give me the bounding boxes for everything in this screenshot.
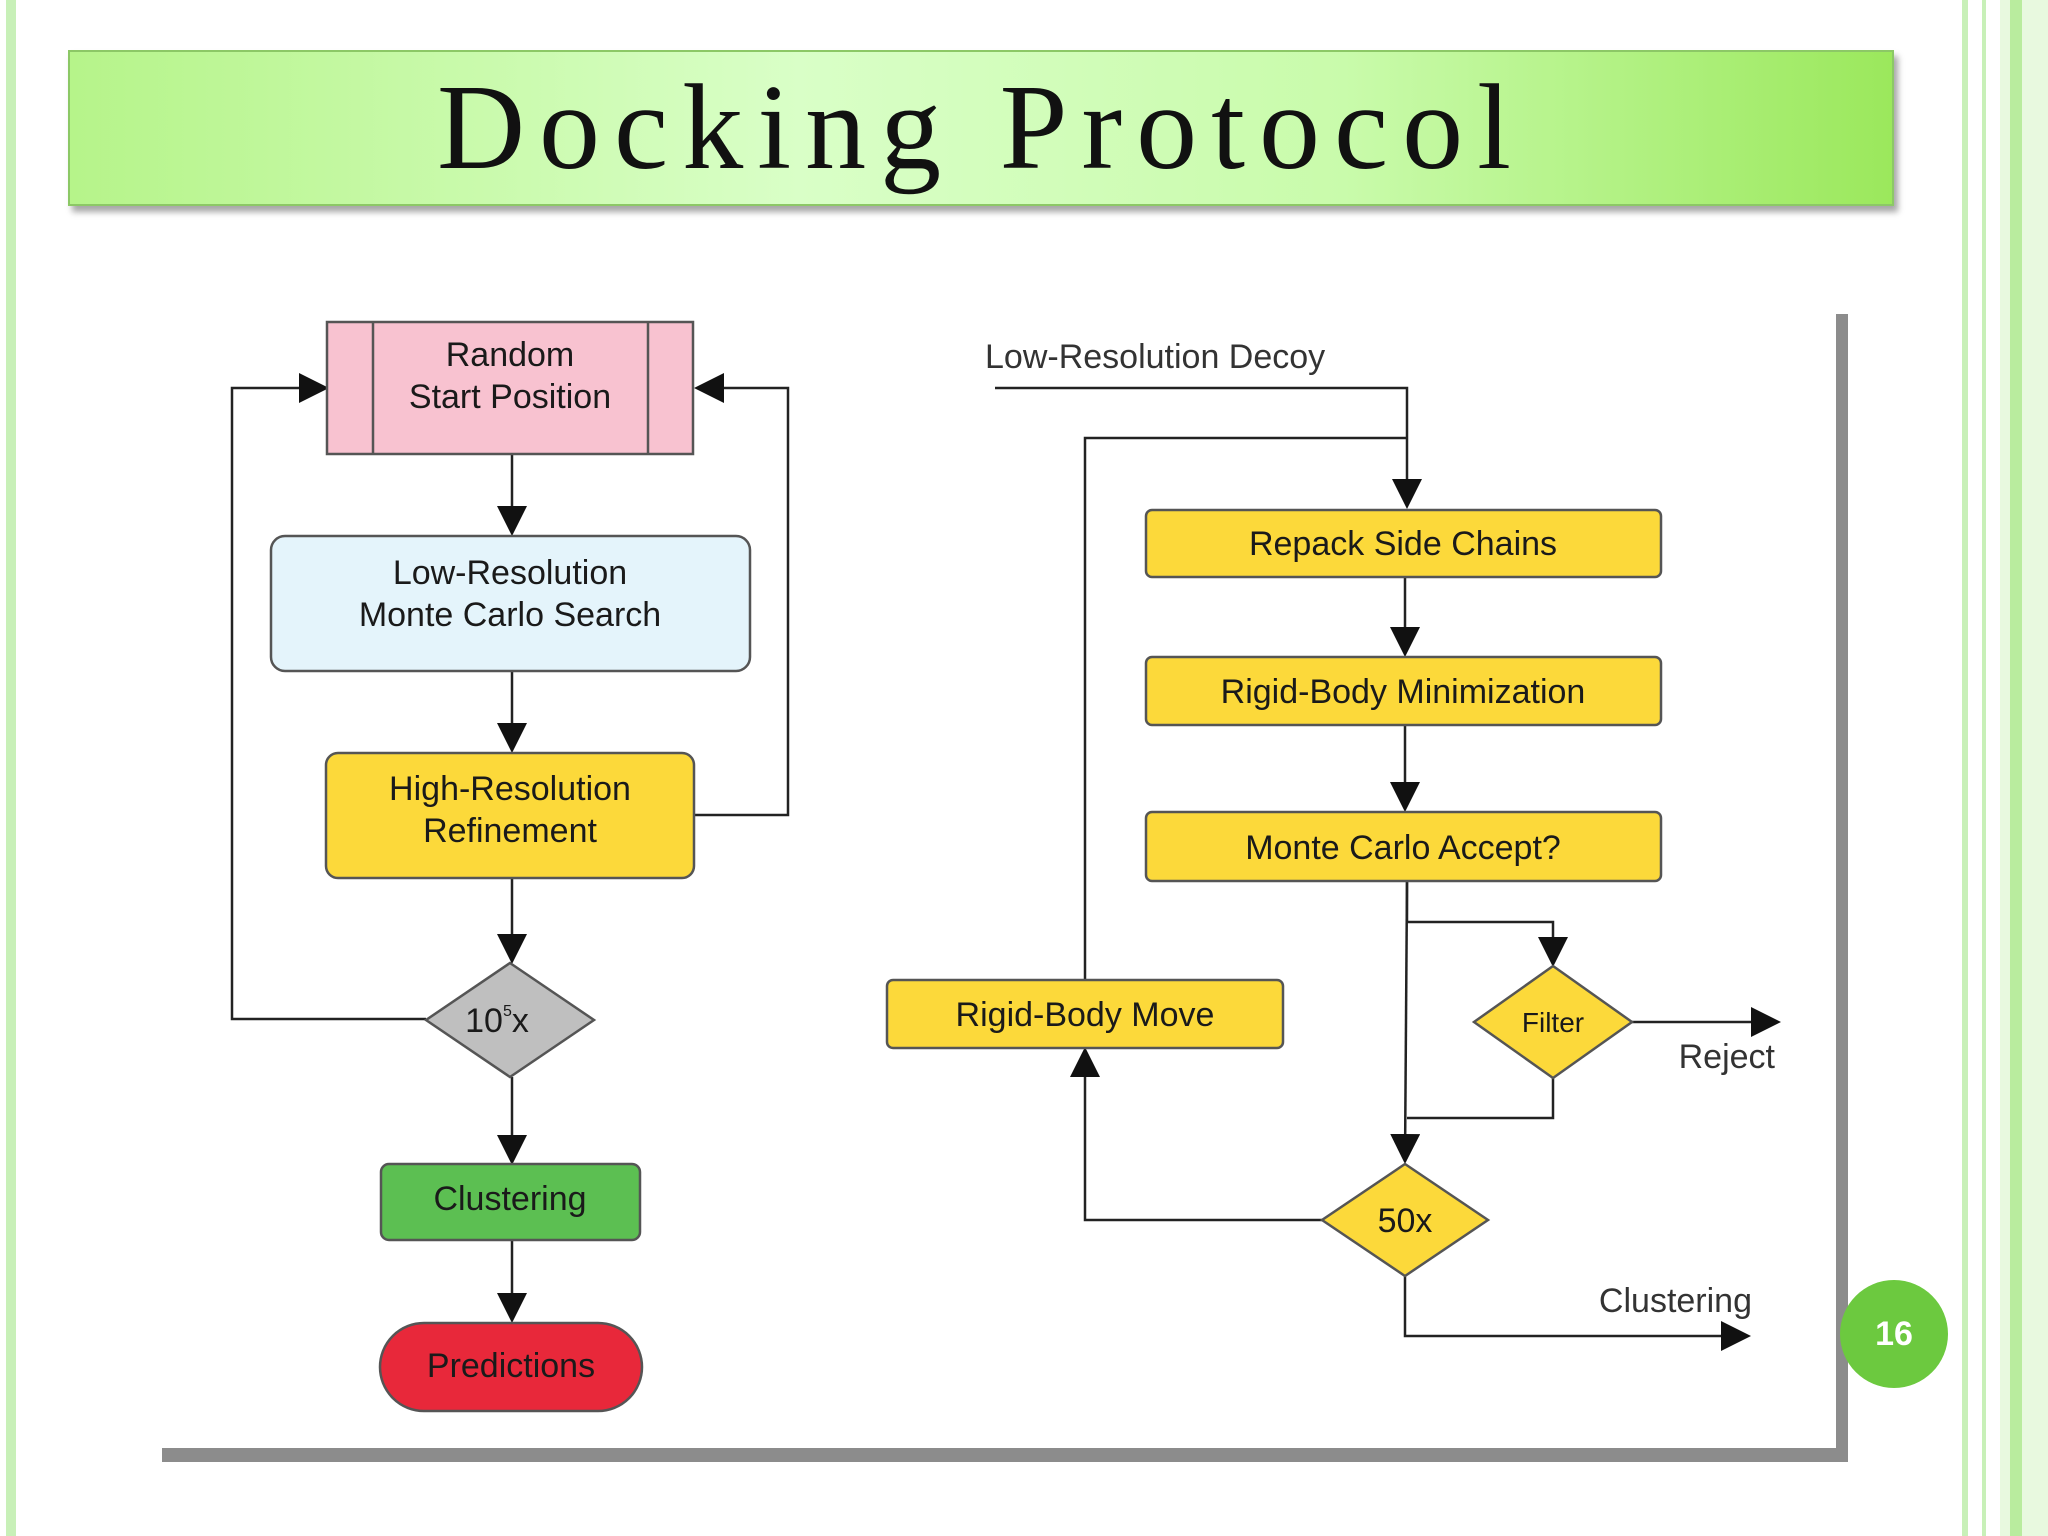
- slide-title: Docking Protocol: [436, 60, 1526, 195]
- right-frame-stripe-4: [2010, 0, 2022, 1536]
- filter-diamond: Filter: [1471, 964, 1635, 1080]
- accept-label: Monte Carlo Accept?: [1245, 829, 1561, 867]
- right-frame-stripe-3: [2000, 0, 2048, 1536]
- arrow-move-back-to-repack: [1083, 436, 1407, 979]
- clustering-label: Clustering: [433, 1180, 586, 1218]
- loop-right-label: 50x: [1378, 1202, 1433, 1240]
- clustering-box: Clustering: [379, 1162, 642, 1242]
- repack-label: Repack Side Chains: [1249, 525, 1557, 563]
- loop-suffix: x: [512, 1002, 529, 1040]
- move-box: Rigid-Body Move: [885, 978, 1285, 1050]
- predictions-label: Predictions: [427, 1347, 595, 1385]
- arrow-input-to-repack: [995, 386, 1422, 509]
- lowres-line1: Low-Resolution: [393, 554, 627, 592]
- lowres-line2: Monte Carlo Search: [359, 596, 661, 634]
- loop-back-left: [230, 373, 426, 1021]
- arrow-filter-pass: [1407, 1078, 1555, 1120]
- arrow-accept-to-filter: [1405, 882, 1568, 967]
- predictions-box: Predictions: [378, 1321, 644, 1413]
- reject-label: Reject: [1679, 1038, 1776, 1076]
- highres-line2: Refinement: [423, 812, 597, 850]
- lowres-search-box: Low-Resolution Monte Carlo Search: [269, 534, 752, 673]
- accept-box: Monte Carlo Accept?: [1144, 810, 1663, 883]
- right-frame-stripe-2: [1982, 0, 1986, 1536]
- left-frame-stripe: [6, 0, 16, 1536]
- highres-line1: High-Resolution: [389, 770, 631, 808]
- input-label: Low-Resolution Decoy: [985, 338, 1325, 376]
- right-frame-stripe-1: [1962, 0, 1968, 1536]
- random-start-line1: Random: [446, 336, 575, 374]
- filter-label: Filter: [1522, 1007, 1584, 1038]
- loop-exp: 5: [503, 1003, 512, 1020]
- repack-box: Repack Side Chains: [1144, 508, 1663, 579]
- arrow-loop-to-output: [1403, 1276, 1751, 1351]
- minimize-label: Rigid-Body Minimization: [1221, 673, 1586, 711]
- svg-text:105x: 105x: [465, 1002, 529, 1040]
- arrow-loop-to-move: [1070, 1047, 1322, 1222]
- loop-diamond-right: 50x: [1319, 1162, 1491, 1278]
- page-number-badge: 16: [1840, 1280, 1948, 1388]
- title-banner: Docking Protocol: [68, 50, 1894, 206]
- arrow-accept-to-loop: [1390, 881, 1421, 1164]
- loop-base: 10: [465, 1002, 503, 1040]
- output-label: Clustering: [1599, 1282, 1752, 1320]
- minimize-box: Rigid-Body Minimization: [1144, 655, 1663, 727]
- random-start-line2: Start Position: [409, 378, 611, 416]
- loop-diamond-left: 105x: [423, 961, 597, 1079]
- loop-back-right: [694, 373, 790, 817]
- highres-refinement-box: High-Resolution Refinement: [324, 751, 696, 880]
- random-start-box: Random Start Position: [325, 320, 695, 456]
- move-label: Rigid-Body Move: [956, 996, 1215, 1034]
